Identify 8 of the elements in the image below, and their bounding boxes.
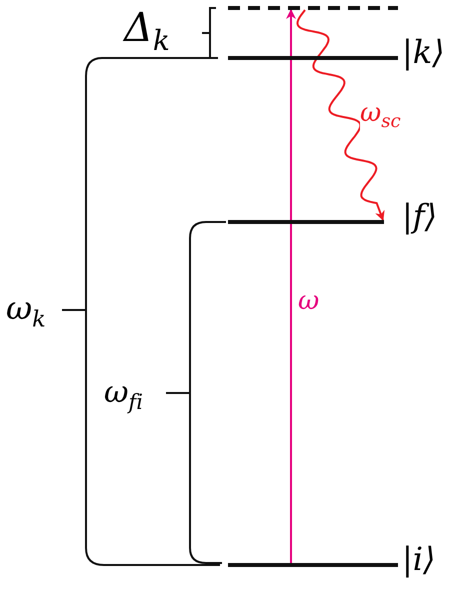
bracket-label: ω$_{k}$	[6, 292, 46, 331]
bracket-label: Δ$_{k}$	[124, 8, 170, 55]
bracket-label: ω$_{fi}$	[104, 378, 143, 413]
state-label: |f⟩	[402, 200, 438, 232]
arrow	[286, 9, 296, 563]
wavy-arrow	[296, 9, 385, 221]
state-label: |i⟩	[402, 543, 436, 575]
state-label: |k⟩	[402, 36, 445, 68]
